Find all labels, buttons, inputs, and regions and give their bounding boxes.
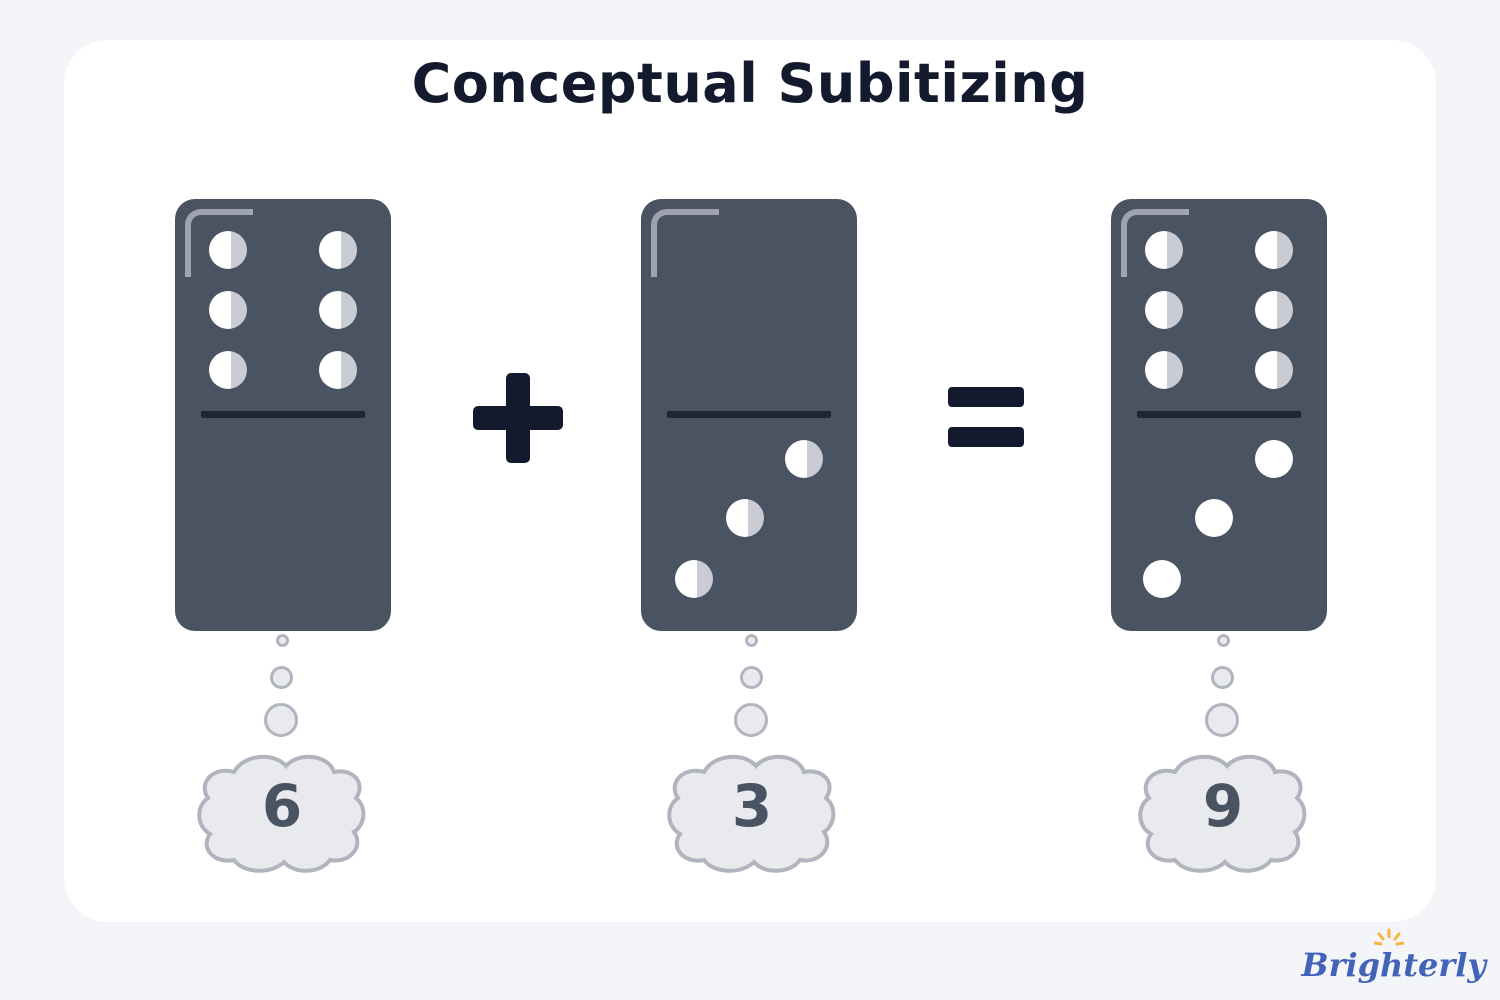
thought-bubble-large [1205, 703, 1239, 737]
brand-name: Brighterly [1301, 946, 1486, 984]
domino-highlight [1121, 209, 1189, 277]
sun-icon [1374, 928, 1404, 946]
thought-bubble-small [745, 634, 758, 647]
thought-cloud-sum: 9 [1135, 750, 1311, 874]
domino-sum [1111, 199, 1327, 631]
domino-highlight [651, 209, 719, 277]
thought-bubble-medium [1211, 666, 1234, 689]
thought-bubble-medium [270, 666, 293, 689]
count-label: 3 [731, 772, 773, 840]
cloud-icon [667, 754, 836, 873]
pip [1255, 231, 1293, 269]
thought-bubble-large [734, 703, 768, 737]
equals-sign [948, 387, 1024, 447]
thought-bubble-small [1217, 634, 1230, 647]
pip [726, 499, 764, 537]
cloud-icon [197, 754, 366, 873]
count-label: 6 [261, 772, 303, 840]
brand-logo: Brighterly [1302, 928, 1486, 990]
pip [209, 291, 247, 329]
thought-bubble-medium [740, 666, 763, 689]
pip [1143, 560, 1181, 598]
cloud-icon [1138, 754, 1307, 873]
domino-divider [667, 411, 831, 418]
domino-highlight [185, 209, 253, 277]
plus-sign [473, 373, 563, 463]
pip [675, 560, 713, 598]
pip [209, 231, 247, 269]
domino-divider [201, 411, 365, 418]
domino-second [641, 199, 857, 631]
pip [1145, 351, 1183, 389]
pip [319, 291, 357, 329]
thought-bubble-large [264, 703, 298, 737]
pip [319, 231, 357, 269]
pip [1255, 351, 1293, 389]
pip [1195, 499, 1233, 537]
page-title: Conceptual Subitizing [411, 52, 1089, 115]
domino-divider [1137, 411, 1301, 418]
thought-cloud-second: 3 [664, 750, 840, 874]
pip [319, 351, 357, 389]
thought-bubble-small [276, 634, 289, 647]
thought-cloud-first: 6 [194, 750, 370, 874]
domino-first [175, 199, 391, 631]
pip [1255, 291, 1293, 329]
pip [1145, 291, 1183, 329]
pip [209, 351, 247, 389]
count-label: 9 [1202, 772, 1244, 840]
pip [785, 440, 823, 478]
pip [1255, 440, 1293, 478]
pip [1145, 231, 1183, 269]
